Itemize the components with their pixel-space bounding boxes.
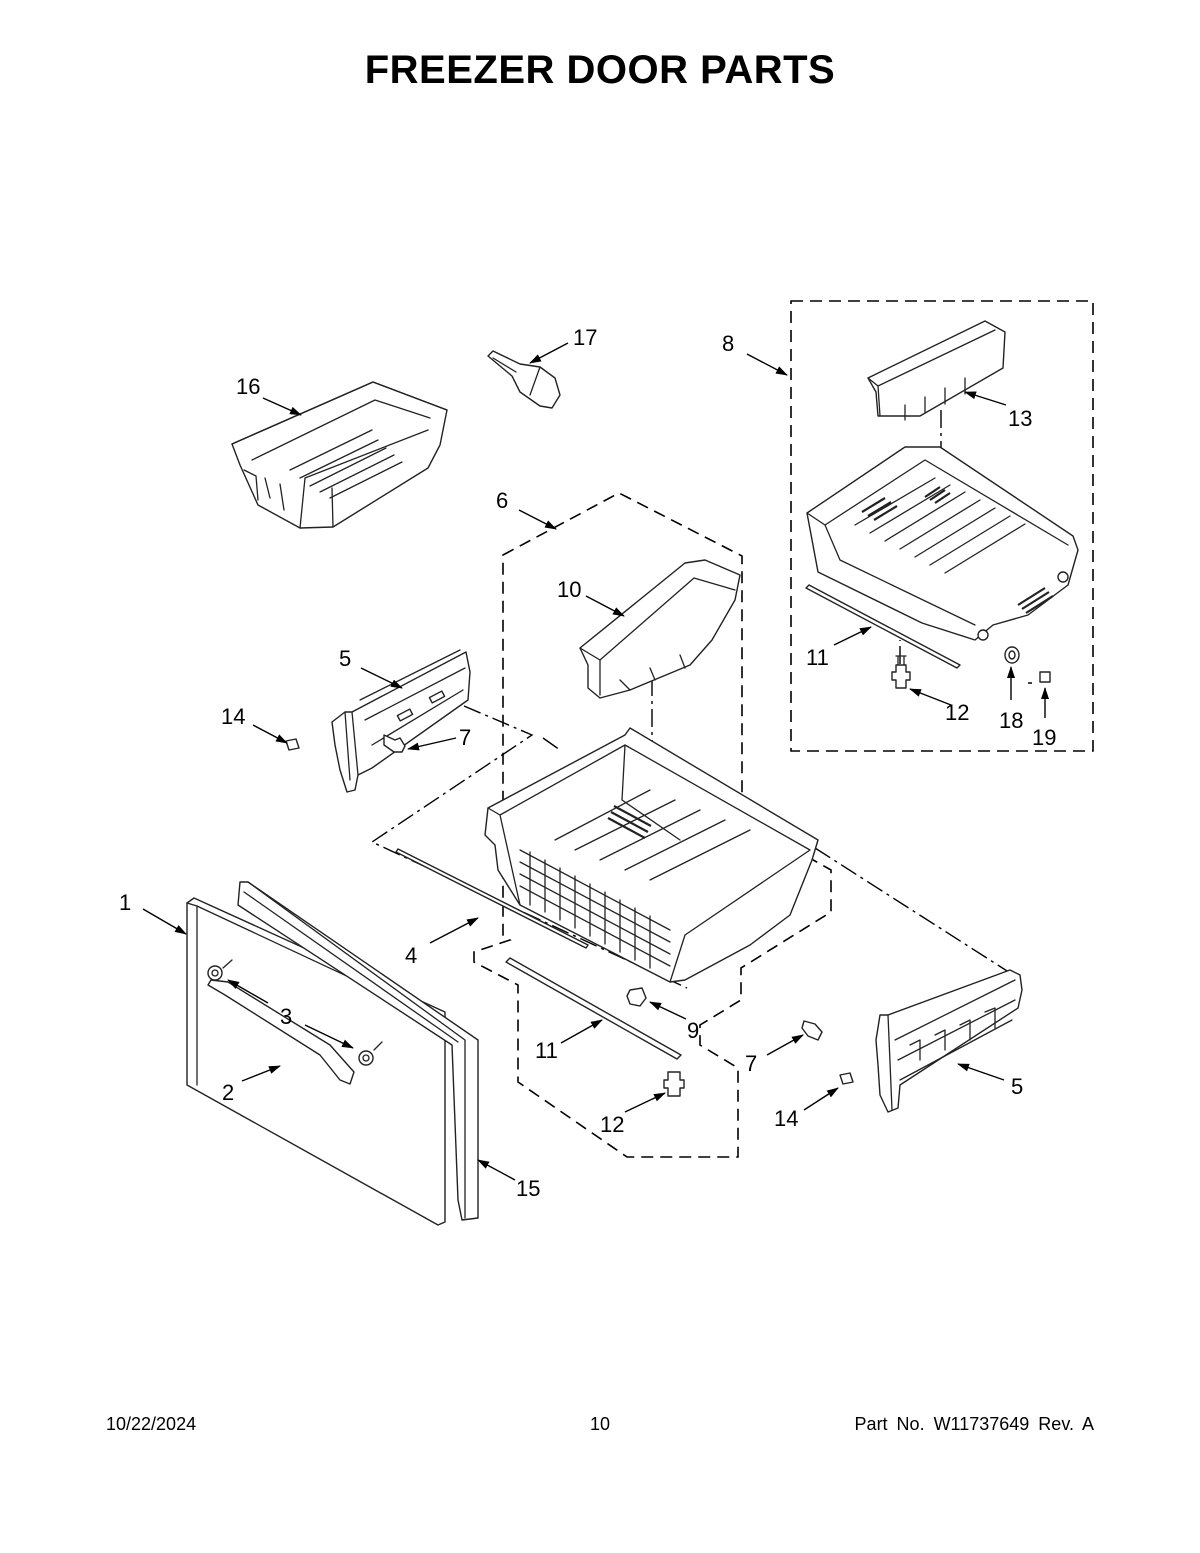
callout-13: 13: [1008, 406, 1032, 431]
part-2-door-handle: [207, 979, 355, 1085]
callout-18: 18: [999, 708, 1023, 733]
callout-5-left: 5: [339, 646, 351, 671]
part-19-small-screw: [1039, 671, 1051, 683]
part-5-left-slide-bracket: [331, 649, 471, 793]
part-3-handle-screws: [207, 959, 383, 1066]
footer-page-number: 10: [589, 1414, 611, 1434]
part-7-left-screw: [383, 734, 406, 753]
callout-7-right: 7: [745, 1051, 757, 1076]
callout-14-left: 14: [221, 704, 245, 729]
slide-alignment-line-right: [814, 847, 1019, 979]
callout-12-lower: 12: [600, 1112, 624, 1137]
callout-7-left: 7: [459, 725, 471, 750]
callout-11-lower: 11: [535, 1038, 558, 1063]
part-16-ice-bin: [231, 381, 448, 529]
part-14-left-clip: [285, 738, 300, 751]
part-8-upper-basket: [806, 446, 1079, 641]
assembly-8-box: [790, 300, 1094, 752]
callout-1: 1: [119, 890, 131, 915]
assembly-6-box: [473, 492, 832, 1158]
part-5-right-slide-bracket: [875, 969, 1023, 1113]
rail-alignment-line: [899, 640, 1032, 684]
part-6-freezer-bin: [484, 727, 819, 983]
callout-3: 3: [280, 1004, 292, 1029]
callout-14-right: 14: [774, 1106, 798, 1131]
callout-17: 17: [573, 325, 597, 350]
callout-15: 15: [516, 1176, 540, 1201]
part-11-lower-slide-rail: [505, 957, 682, 1060]
callout-4: 4: [405, 943, 417, 968]
part-4-slide-rod: [395, 848, 589, 949]
part-12-upper-screw: [891, 655, 911, 689]
callout-5-right: 5: [1011, 1074, 1023, 1099]
callout-6: 6: [496, 488, 508, 513]
callout-leaders: [142, 342, 1049, 1181]
page-title: FREEZER DOOR PARTS: [364, 48, 836, 92]
callout-8: 8: [722, 331, 734, 356]
callout-11-upper: 11: [806, 645, 829, 670]
callout-12-upper: 12: [945, 700, 969, 725]
callout-2: 2: [222, 1080, 234, 1105]
part-15-door-gasket: [237, 881, 479, 1221]
part-10-center-bin-divider: [579, 559, 741, 699]
part-12-lower-screw: [663, 1071, 685, 1097]
part-11-upper-slide-rail: [805, 584, 961, 669]
part-9-bushing: [626, 987, 647, 1007]
callout-19: 19: [1032, 725, 1056, 750]
footer-date: 10/22/2024: [106, 1414, 197, 1434]
part-17-ice-scoop: [487, 350, 561, 409]
slide-alignment-line-lower: [542, 737, 561, 751]
part-14-right-clip: [839, 1072, 854, 1085]
part-7-right-screw: [801, 1020, 823, 1041]
part-13-basket-divider: [867, 320, 1006, 421]
footer-part-number: Part No. W11737649 Rev. A: [854, 1414, 1094, 1434]
callout-9: 9: [687, 1018, 699, 1043]
part-18-washer: [1004, 646, 1020, 664]
callout-16: 16: [236, 374, 260, 399]
callout-10: 10: [557, 577, 581, 602]
